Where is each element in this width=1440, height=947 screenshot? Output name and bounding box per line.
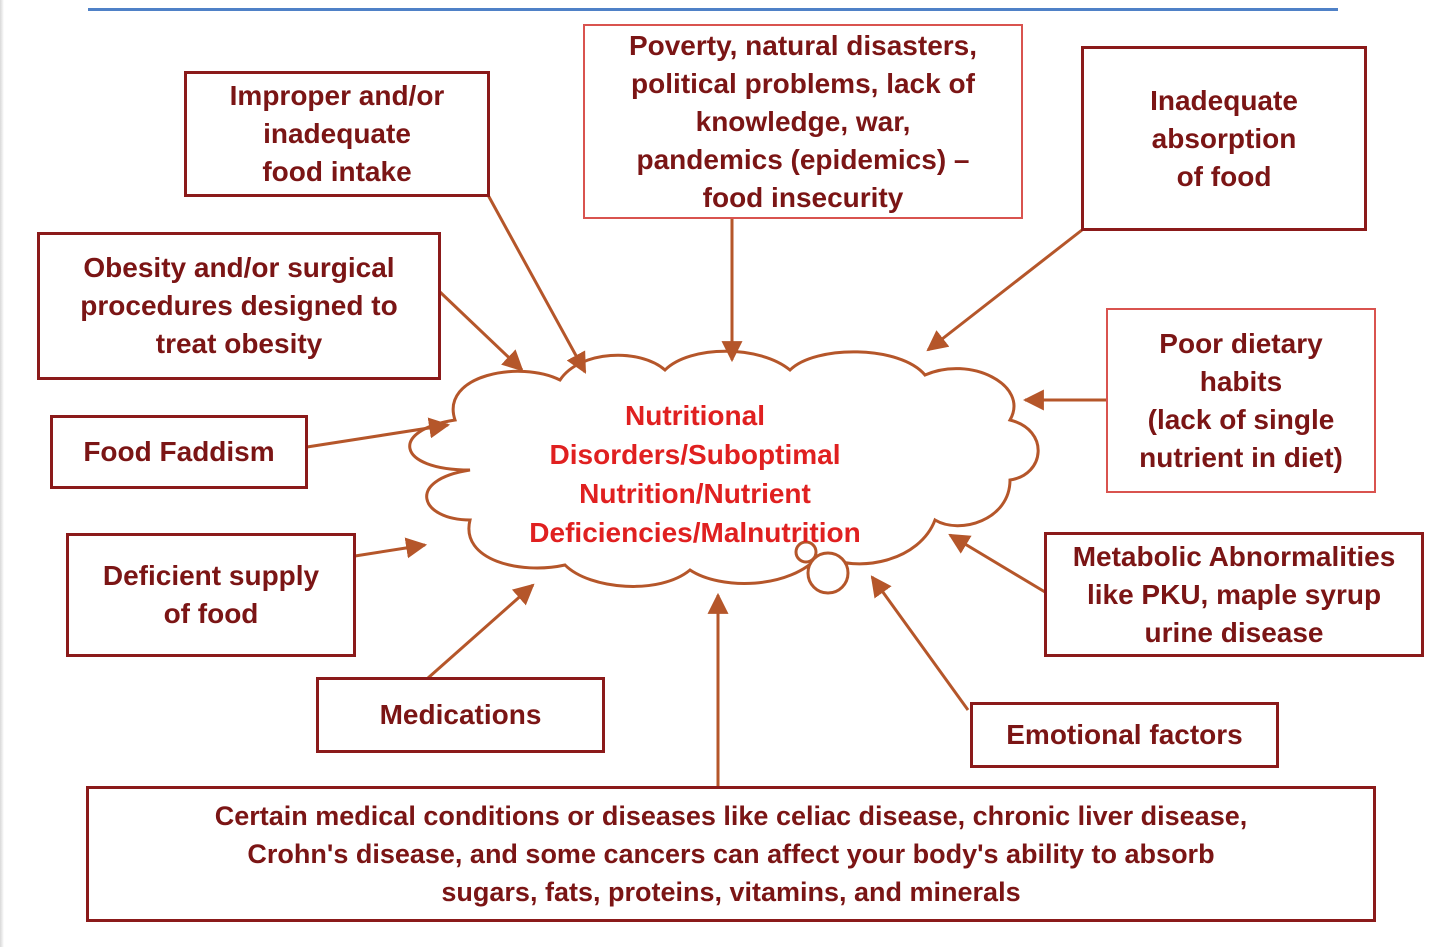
cause-box-deficient-supply: Deficient supply of food xyxy=(66,533,356,657)
arrow-metabolic xyxy=(948,533,1046,594)
arrow-improper-intake xyxy=(486,194,587,374)
cause-box-obesity: Obesity and/or surgical procedures desig… xyxy=(37,232,441,380)
cause-box-poverty: Poverty, natural disasters, political pr… xyxy=(583,24,1023,219)
title-underline-rule xyxy=(88,8,1338,11)
connector-arrows xyxy=(306,194,1107,787)
cause-box-food-faddism: Food Faddism xyxy=(50,415,308,489)
arrow-medications xyxy=(427,583,535,680)
cause-box-poor-diet: Poor dietary habits (lack of single nutr… xyxy=(1106,308,1376,493)
cause-box-improper-intake: Improper and/or inadequate food intake xyxy=(184,71,490,197)
slide-edge xyxy=(0,0,4,947)
arrow-deficient-supply xyxy=(354,537,428,559)
thought-cloud-icon xyxy=(408,349,1040,595)
arrow-absorption xyxy=(926,228,1083,352)
cause-box-medications: Medications xyxy=(316,677,605,753)
cause-box-absorption: Inadequate absorption of food xyxy=(1081,46,1367,231)
cause-box-emotional: Emotional factors xyxy=(970,702,1279,768)
arrow-obesity xyxy=(438,290,524,372)
arrow-faddism xyxy=(306,417,451,449)
arrow-emotional xyxy=(870,575,970,711)
central-topic-label: Nutritional Disorders/Suboptimal Nutriti… xyxy=(529,400,861,548)
cause-box-medical-conditions: Certain medical conditions or diseases l… xyxy=(86,786,1376,922)
cause-box-metabolic: Metabolic Abnormalities like PKU, maple … xyxy=(1044,532,1424,657)
